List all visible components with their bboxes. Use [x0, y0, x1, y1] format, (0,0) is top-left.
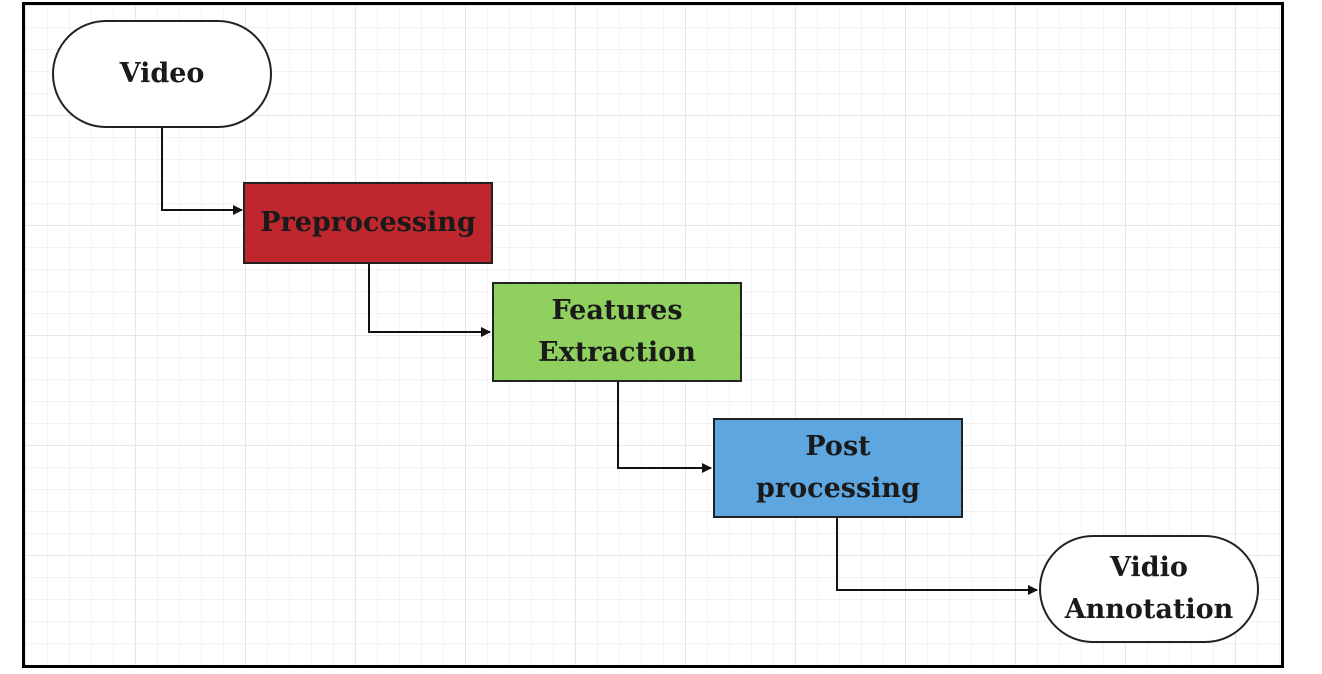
node-features-extraction-label: Features Extraction — [538, 295, 696, 368]
edge-preprocessing-to-features — [368, 264, 491, 337]
node-preprocessing: Preprocessing — [243, 182, 493, 264]
node-video-annotation-label: Vidio Annotation — [1064, 552, 1234, 625]
edge-video-to-preprocessing — [161, 128, 243, 215]
node-video-label: Video — [119, 58, 205, 89]
node-features-extraction: Features Extraction — [492, 282, 742, 382]
node-post-processing-label: Post processing — [756, 431, 920, 504]
edge-post-to-annotation — [836, 518, 1038, 595]
node-video-annotation: Vidio Annotation — [1039, 535, 1259, 643]
node-post-processing: Post processing — [713, 418, 963, 518]
node-video: Video — [52, 20, 272, 128]
edge-features-to-post — [617, 382, 712, 473]
node-preprocessing-label: Preprocessing — [260, 207, 476, 238]
